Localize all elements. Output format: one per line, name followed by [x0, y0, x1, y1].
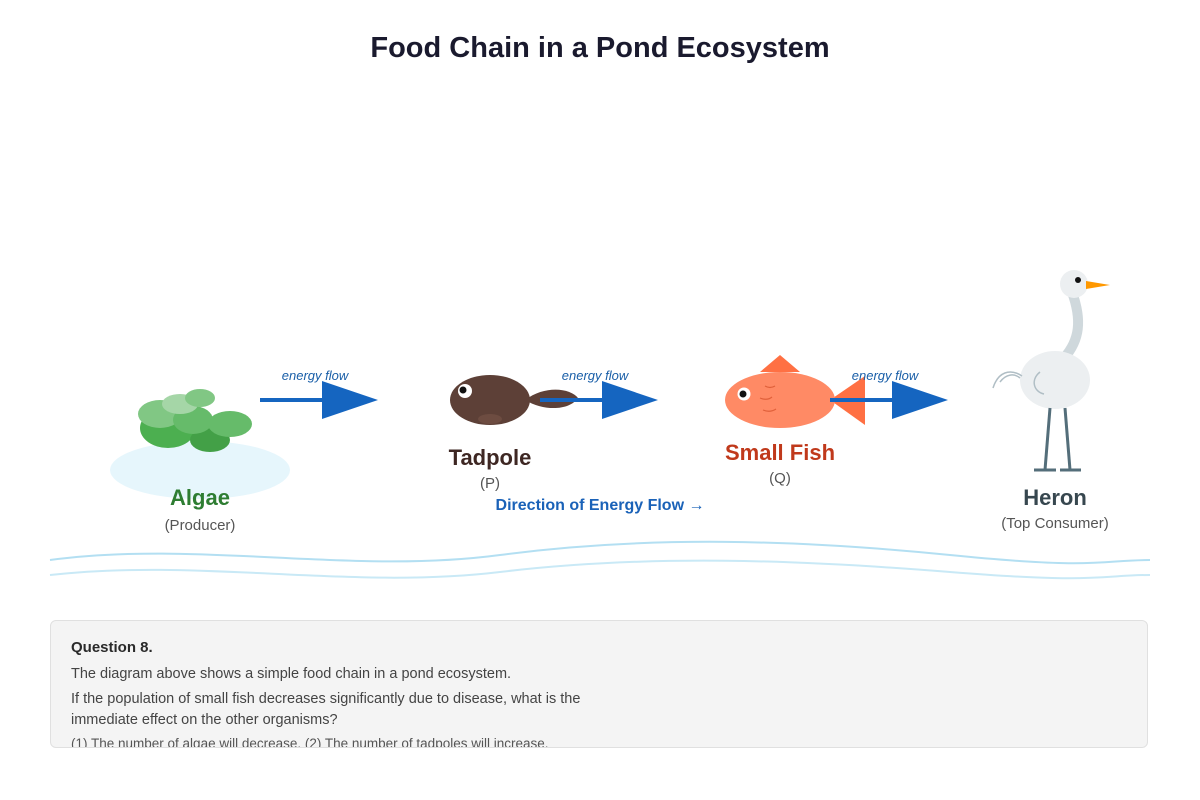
small-fish-role: (Q)	[769, 470, 791, 487]
question-title: Question 8.	[71, 639, 153, 656]
algae-role: (Producer)	[165, 517, 236, 534]
energy-arrow-2: energy flow	[540, 368, 658, 419]
energy-flow-label-3: energy flow	[852, 368, 920, 383]
energy-flow-label-2: energy flow	[562, 368, 630, 383]
algae-name: Algae	[170, 485, 230, 510]
algae-icon	[110, 389, 290, 499]
heron-name: Heron	[1023, 485, 1087, 510]
diagram-title: Food Chain in a Pond Ecosystem	[370, 32, 830, 64]
tadpole-role: (P)	[480, 475, 500, 492]
question-intro: The diagram above shows a simple food ch…	[71, 666, 512, 682]
energy-arrow-1: energy flow	[260, 368, 378, 419]
food-chain-diagram: energy flow energy flow energy flow Alga…	[49, 270, 1151, 580]
question-options: (1) The number of algae will decrease. (…	[71, 736, 549, 748]
energy-arrow-3: energy flow	[830, 368, 948, 419]
question-box: Question 8. The diagram above shows a si…	[50, 620, 1148, 748]
water-wave-lower	[49, 559, 1151, 580]
small-fish-name: Small Fish	[725, 440, 835, 465]
question-prompt: If the population of small fish decrease…	[71, 691, 581, 728]
heron-icon	[992, 270, 1110, 472]
small-fish-icon	[725, 355, 865, 428]
water-wave-upper	[49, 540, 1151, 565]
energy-flow-label-1: energy flow	[282, 368, 350, 383]
heron-role: (Top Consumer)	[1001, 515, 1109, 532]
direction-of-energy-flow-label: Direction of Energy Flow →	[496, 497, 705, 514]
tadpole-name: Tadpole	[449, 445, 532, 470]
